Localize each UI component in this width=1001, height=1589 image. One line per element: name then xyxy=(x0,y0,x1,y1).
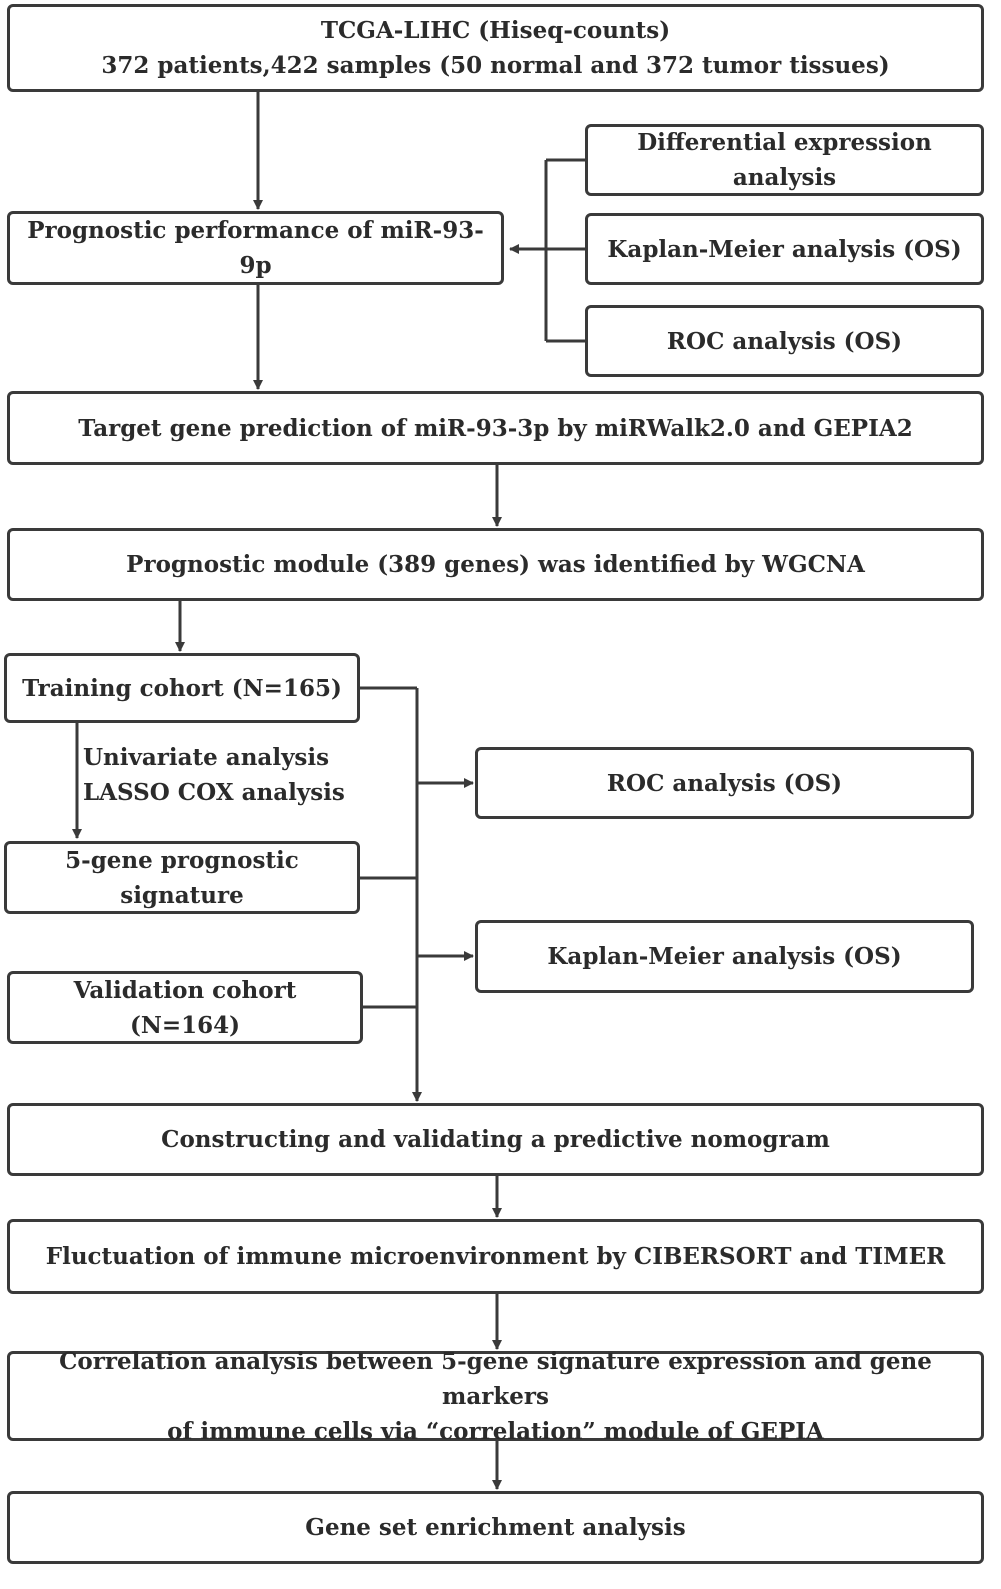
tcga-box: TCGA-LIHC (Hiseq-counts) 372 patients,42… xyxy=(7,4,984,92)
nomogram-label: Constructing and validating a predictive… xyxy=(161,1126,830,1153)
roc-mid-label: ROC analysis (OS) xyxy=(606,769,843,797)
differential-expression-box: Differential expression analysis xyxy=(585,124,984,196)
training-cohort-box: Training cohort (N=165) xyxy=(4,653,360,723)
kaplan-meier-mid-label: Kaplan-Meier analysis (OS) xyxy=(547,943,902,970)
immune-microenvironment-label: Fluctuation of immune microenvironment b… xyxy=(45,1243,946,1270)
prognostic-module-label: Prognostic module (389 genes) was identi… xyxy=(126,551,865,578)
validation-cohort-label: Validation cohort (N=164) xyxy=(73,976,297,1039)
roc-top-box: ROC analysis (OS) xyxy=(585,305,984,377)
validation-cohort-box: Validation cohort (N=164) xyxy=(7,971,363,1044)
signature-line2: signature xyxy=(120,881,244,909)
signature-box: 5-gene prognostic signature xyxy=(4,841,360,914)
training-cohort-label: Training cohort (N=165) xyxy=(22,674,342,702)
immune-microenvironment-box: Fluctuation of immune microenvironment b… xyxy=(7,1219,984,1294)
nomogram-box: Constructing and validating a predictive… xyxy=(7,1103,984,1176)
univariate-analysis-note: Univariate analysis xyxy=(83,744,330,771)
prognostic-performance-box: Prognostic performance of miR-93-9p xyxy=(7,211,504,285)
gene-set-enrichment-box: Gene set enrichment analysis xyxy=(7,1491,984,1564)
correlation-analysis-line2: of immune cells via “correlation” module… xyxy=(167,1417,824,1445)
correlation-analysis-box: Correlation analysis between 5-gene sign… xyxy=(7,1348,984,1445)
gene-set-enrichment-label: Gene set enrichment analysis xyxy=(305,1514,686,1541)
roc-mid-box: ROC analysis (OS) xyxy=(475,747,974,819)
tcga-subtitle: 372 patients,422 samples (50 normal and … xyxy=(101,52,890,79)
roc-top-label: ROC analysis (OS) xyxy=(666,327,903,355)
differential-expression-line1: Differential expression xyxy=(637,129,932,156)
prognostic-performance-label: Prognostic performance of miR-93-9p xyxy=(27,217,484,279)
target-gene-box: Target gene prediction of miR-93-3p by m… xyxy=(7,391,984,465)
differential-expression-line2: analysis xyxy=(732,164,837,191)
kaplan-meier-top-label: Kaplan-Meier analysis (OS) xyxy=(607,235,962,263)
prognostic-module-box: Prognostic module (389 genes) was identi… xyxy=(7,528,984,601)
correlation-analysis-line1: Correlation analysis between 5-gene sign… xyxy=(59,1347,932,1410)
signature-line1: 5-gene prognostic xyxy=(65,846,299,874)
kaplan-meier-top-box: Kaplan-Meier analysis (OS) xyxy=(585,213,984,285)
kaplan-meier-mid-box: Kaplan-Meier analysis (OS) xyxy=(475,920,974,993)
lasso-cox-analysis-note: LASSO COX analysis xyxy=(83,779,345,806)
tcga-title: TCGA-LIHC (Hiseq-counts) xyxy=(320,17,671,44)
target-gene-label: Target gene prediction of miR-93-3p by m… xyxy=(78,414,913,442)
